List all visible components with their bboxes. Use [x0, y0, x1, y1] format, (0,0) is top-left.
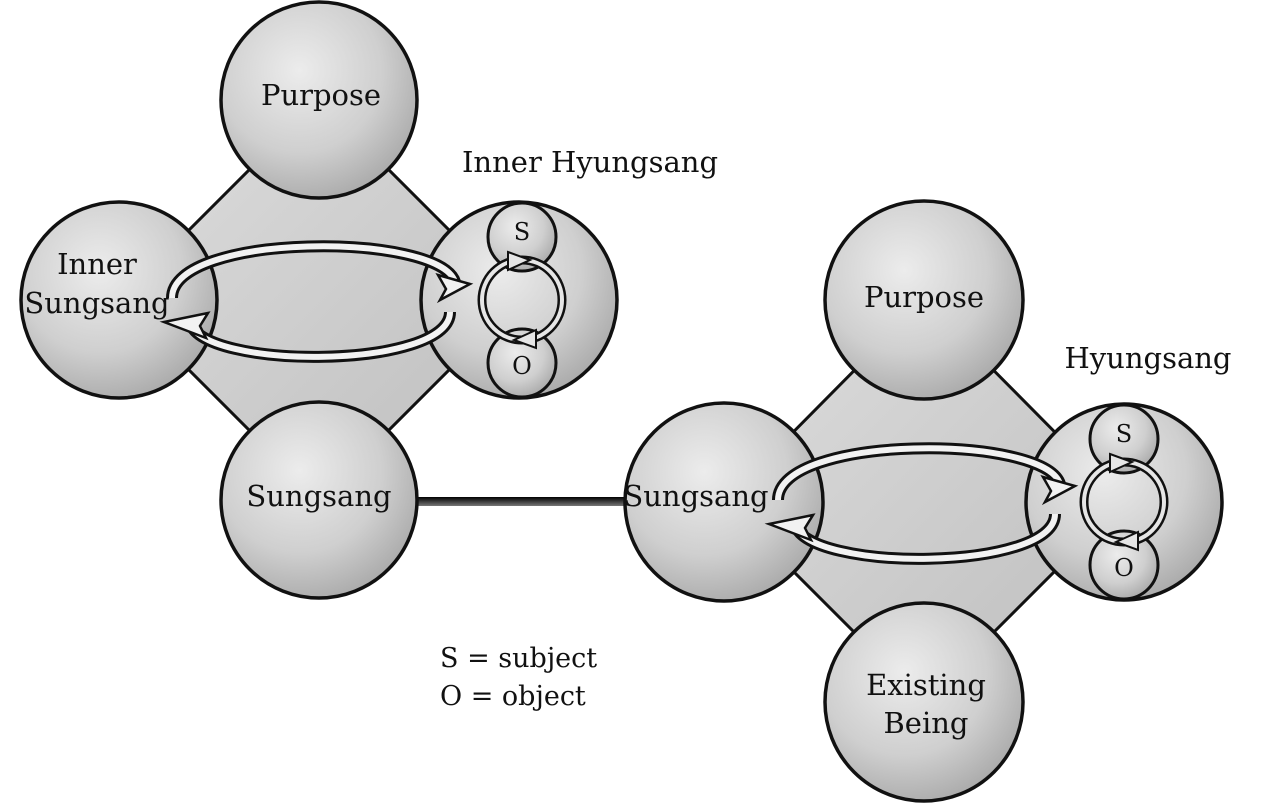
right-arrowhead-right [1040, 474, 1079, 506]
left-subject-object [477, 201, 567, 399]
left-quadruple-base: Purpose Sungsang Inner Sungsang Inner Hy… [19, 0, 718, 600]
right-object-circle [1088, 529, 1160, 601]
left-object-label: O [512, 352, 532, 380]
left-object-circle [486, 327, 558, 399]
right-object-label: O [1114, 554, 1134, 582]
legend: S = subject O = object [440, 643, 597, 712]
left-inner-sungsang-label-line1: Inner [57, 247, 137, 281]
right-sungsang-circle [623, 401, 825, 603]
left-arrowhead-left [159, 311, 211, 341]
right-subject-object [1079, 403, 1169, 601]
right-subject-label: S [1116, 420, 1132, 448]
right-quadruple-base: Purpose Sungsang Existing Being Hyungsan… [623, 199, 1232, 803]
right-hyungsang-header: Hyungsang [1064, 341, 1231, 375]
right-arrowhead-left [764, 513, 816, 543]
right-sungsang-label: Sungsang [623, 479, 768, 513]
left-sungsang-circle [219, 400, 419, 600]
left-subject-circle [486, 201, 558, 273]
left-inner-hyungsang-header: Inner Hyungsang [462, 145, 718, 179]
right-purpose-label: Purpose [864, 280, 984, 314]
right-existing-label-line1: Existing [866, 668, 986, 702]
right-give-receive-arrows [764, 442, 1079, 565]
left-inner-sungsang-label-line2: Sungsang [24, 286, 169, 320]
left-inner-sungsang-circle [19, 200, 219, 400]
legend-object: O = object [440, 681, 586, 712]
legend-subject: S = subject [440, 643, 597, 674]
right-subject-circle [1088, 403, 1160, 475]
right-cycle-arrow-bottom [1113, 530, 1139, 552]
left-arrowhead-right [435, 272, 474, 304]
left-cycle-arrow-bottom [511, 328, 537, 350]
connector-line [415, 497, 630, 506]
left-cycle-arrow-top [507, 250, 533, 272]
left-give-receive-arrows [159, 240, 474, 363]
left-sungsang-label: Sungsang [246, 479, 391, 513]
left-subject-label: S [514, 218, 530, 246]
right-purpose-circle [823, 199, 1025, 401]
right-existing-being-circle [823, 601, 1025, 803]
right-being-label-line2: Being [884, 706, 969, 740]
left-purpose-circle [219, 0, 419, 200]
left-purpose-label: Purpose [261, 78, 381, 112]
right-cycle-arrow-top [1109, 452, 1135, 474]
